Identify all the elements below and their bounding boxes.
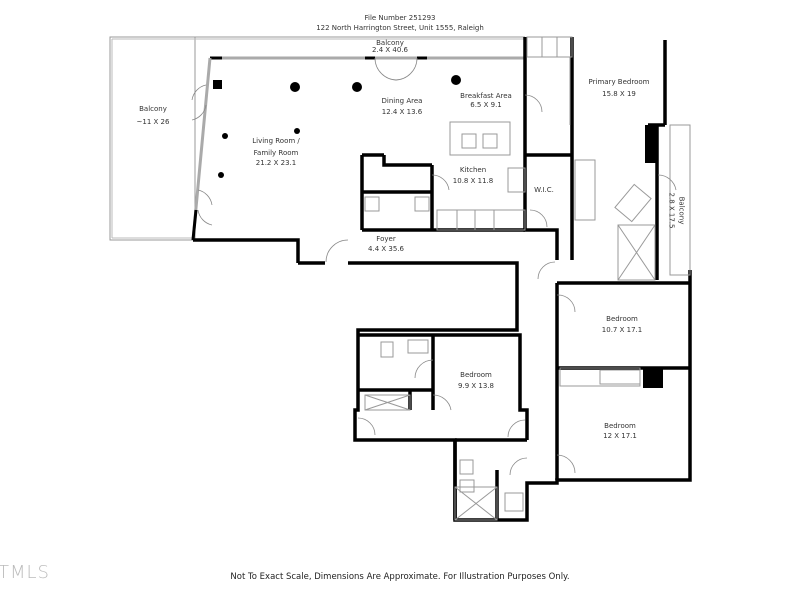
room-label-bedroom-4: Bedroom (604, 422, 636, 430)
tmls-logo: TMLS (0, 562, 50, 583)
room-dims-bedroom-2: 10.7 X 17.1 (601, 326, 643, 334)
room-dims-living-room: 21.2 X 23.1 (255, 159, 297, 167)
room-dims-kitchen: 10.8 X 11.8 (452, 177, 494, 185)
room-dims-primary-bedroom: 15.8 X 19 (602, 90, 636, 98)
room-dims-breakfast-area: 6.5 X 9.1 (470, 101, 502, 109)
property-address: 122 North Harrington Street, Unit 1555, … (316, 24, 484, 32)
room-dims-dining-area: 12.4 X 13.6 (381, 108, 423, 116)
room-dims-bedroom-3: 9.9 X 13.8 (458, 382, 494, 390)
room-label-kitchen: Kitchen (459, 166, 487, 174)
room-label-bedroom-2: Bedroom (606, 315, 638, 323)
room-dims-foyer: 4.4 X 35.6 (368, 245, 404, 253)
file-number: File Number 251293 (364, 14, 436, 22)
room-label-breakfast-area: Breakfast Area (460, 92, 512, 100)
room-label-dining-area: Dining Area (381, 97, 423, 105)
room-label-wic: W.I.C. (534, 186, 554, 194)
room-label-living-room: Living Room / (252, 137, 300, 145)
disclaimer: Not To Exact Scale, Dimensions Are Appro… (230, 572, 570, 582)
room-dims-bedroom-4: 12 X 17.1 (603, 432, 637, 440)
room-dims-balcony-north: 2.4 X 40.6 (372, 46, 408, 54)
room-dims-balcony-west: ~11 X 26 (136, 118, 170, 126)
room-label-balcony-north: Balcony (376, 39, 404, 47)
room-label-balcony-west: Balcony (139, 105, 167, 113)
room-label-foyer: Foyer (376, 235, 396, 243)
room-label-family-room: Family Room (253, 149, 299, 157)
room-label-balcony-east: Balcony (677, 196, 686, 225)
room-label-primary-bedroom: Primary Bedroom (588, 78, 650, 86)
room-dims-balcony-east: 2.8 X 17.5 (667, 192, 676, 229)
room-label-bedroom-3: Bedroom (460, 371, 492, 379)
